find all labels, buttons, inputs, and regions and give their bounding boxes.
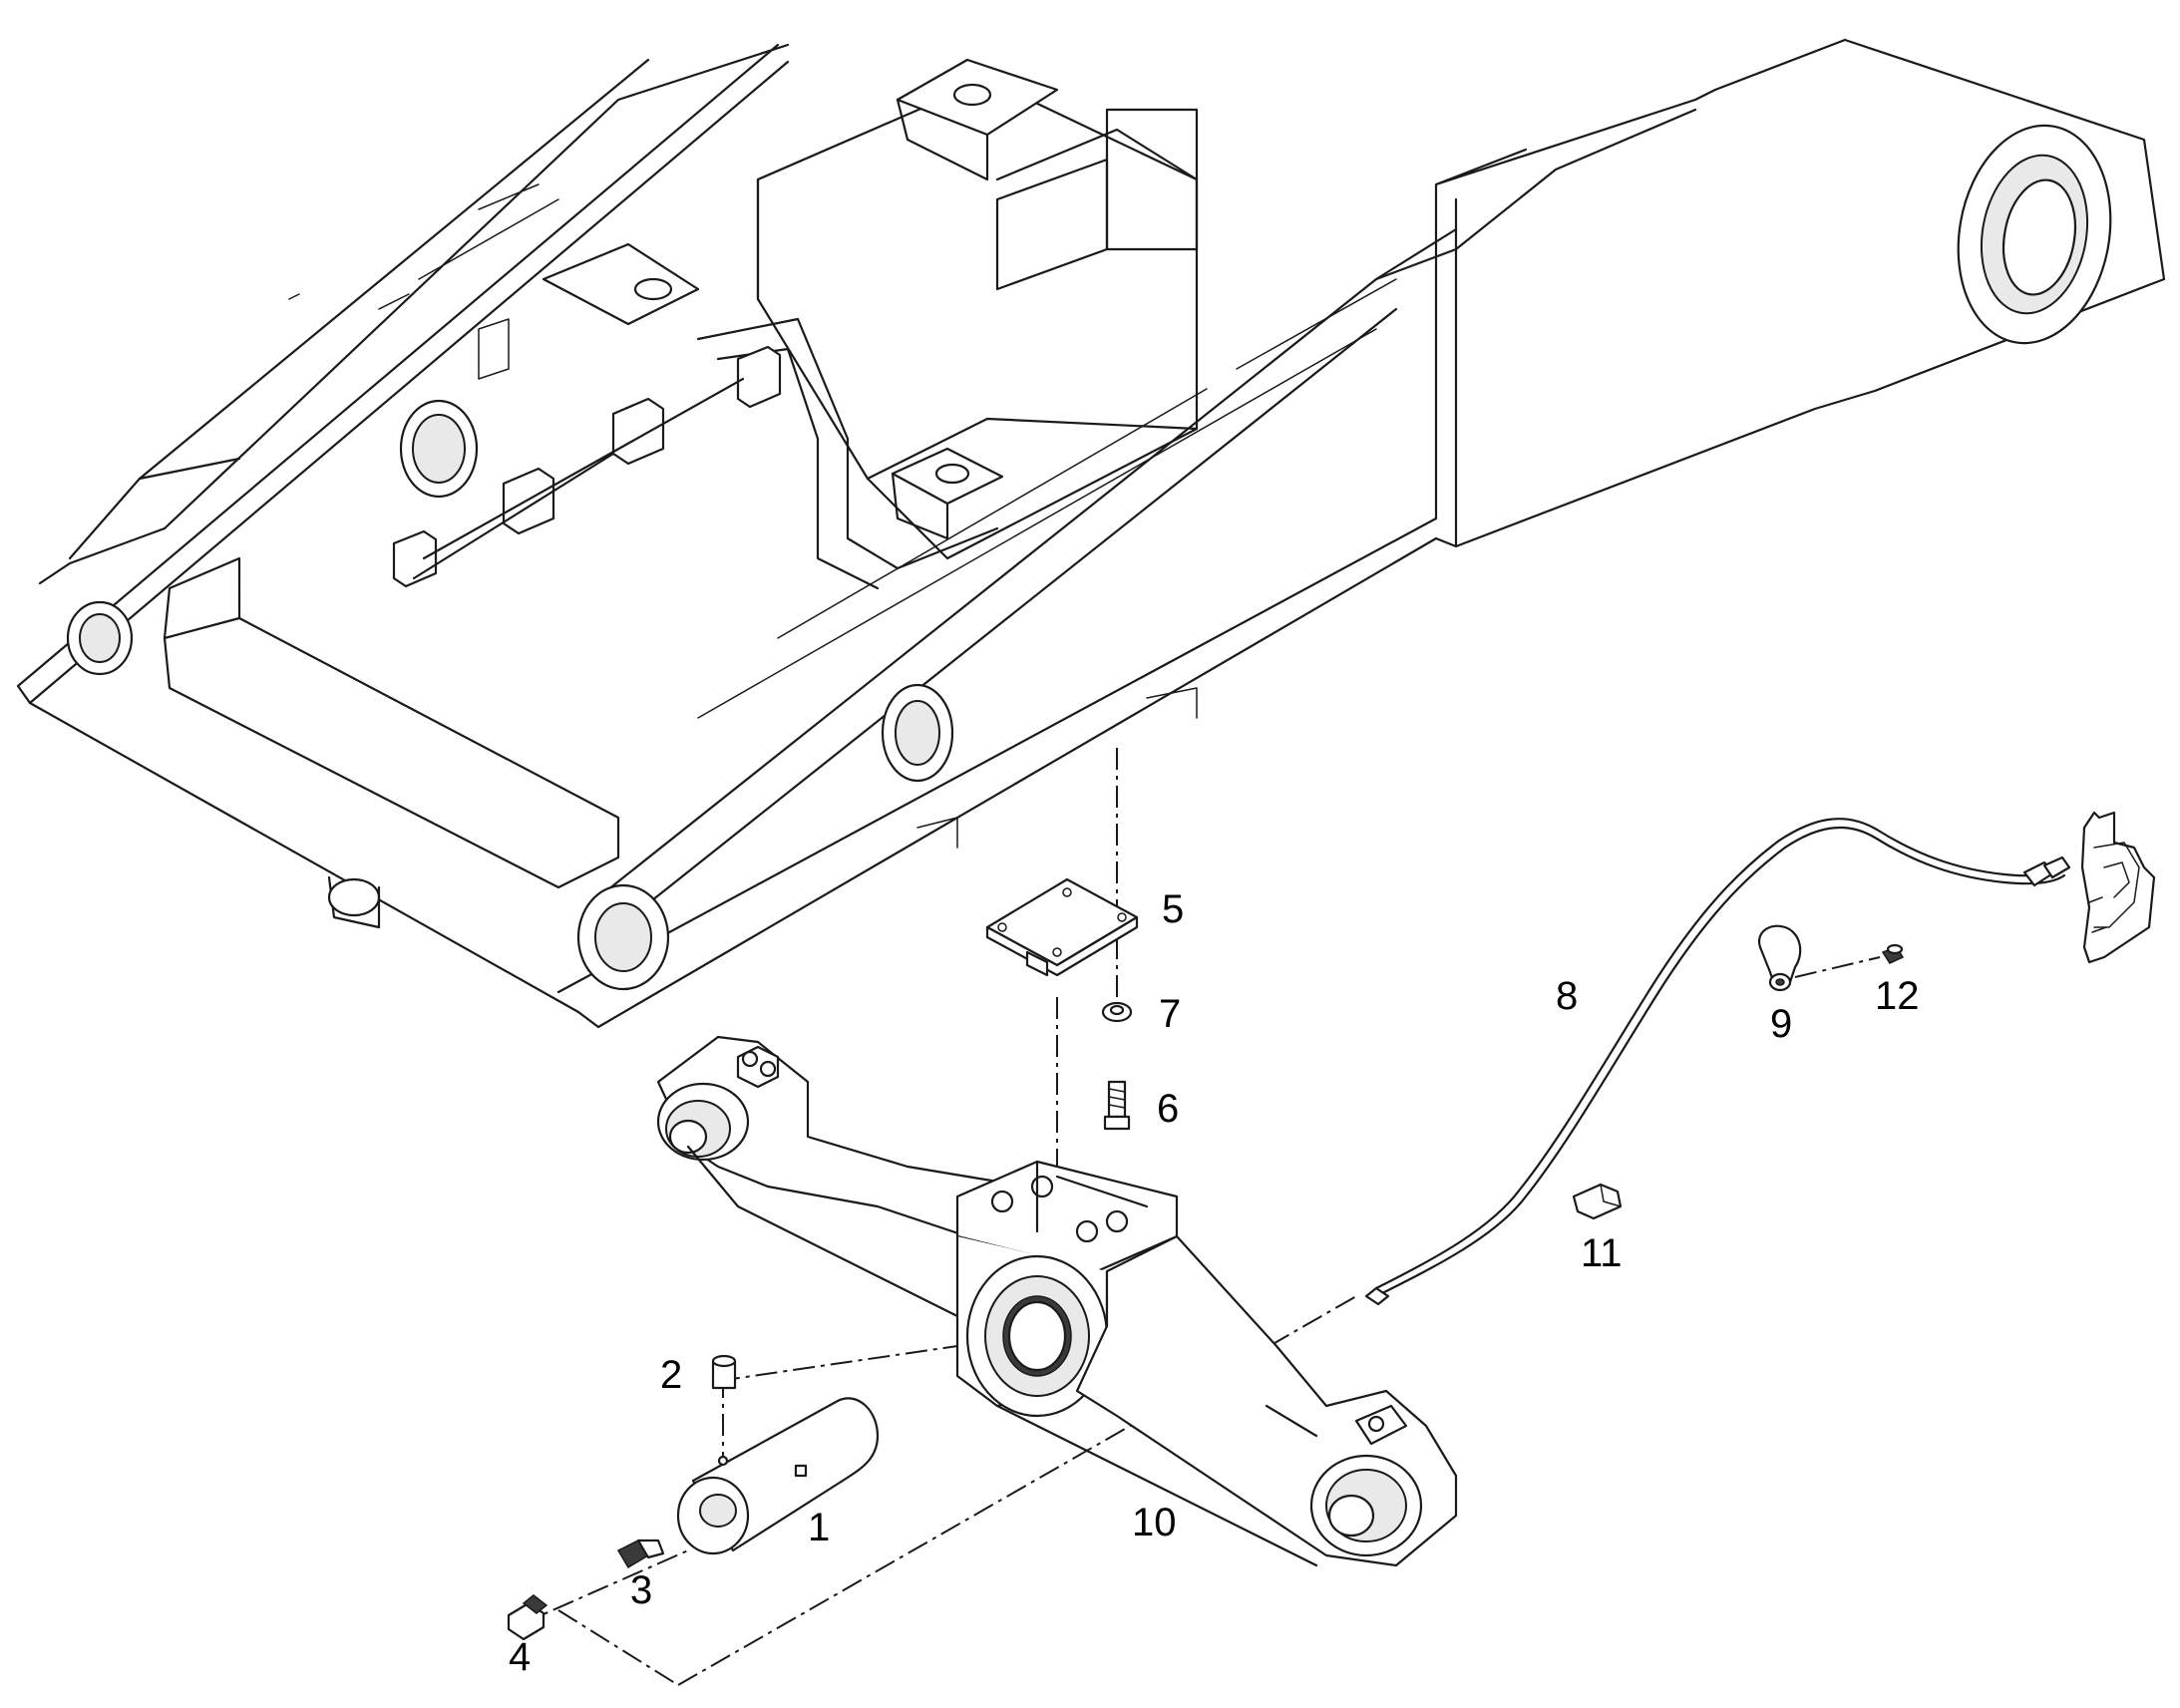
callout-9: 9 <box>1770 1002 1792 1046</box>
part-fitting <box>507 1594 548 1641</box>
part-cap <box>1572 1183 1623 1220</box>
callout-1: 1 <box>808 1506 830 1549</box>
callout-4: 4 <box>509 1635 531 1679</box>
callout-5: 5 <box>1162 887 1184 931</box>
part-clip <box>1757 924 1802 992</box>
callout-labels: 1 2 3 4 5 6 7 8 9 10 11 12 <box>509 887 1920 1679</box>
callout-3: 3 <box>630 1568 652 1612</box>
frame-bracket <box>542 242 700 326</box>
part-nipple <box>616 1538 665 1569</box>
callout-2: 2 <box>660 1353 682 1397</box>
part-screw <box>1881 943 1905 964</box>
part-plate <box>985 877 1139 977</box>
part-pin <box>676 1397 880 1555</box>
callout-11: 11 <box>1581 1231 1623 1275</box>
part-washer <box>1101 1001 1133 1023</box>
callout-6: 6 <box>1157 1087 1179 1131</box>
part-bolt <box>1103 1080 1131 1131</box>
callout-8: 8 <box>1556 974 1578 1018</box>
callout-10: 10 <box>1132 1501 1177 1544</box>
hose-mount-bracket <box>2080 811 2156 964</box>
part-sleeve <box>711 1354 737 1390</box>
part-hose <box>1364 818 2071 1306</box>
axle-beam <box>656 1035 1458 1567</box>
callout-12: 12 <box>1875 974 1920 1018</box>
callout-7: 7 <box>1159 992 1181 1036</box>
machine-frame <box>16 38 2166 1029</box>
